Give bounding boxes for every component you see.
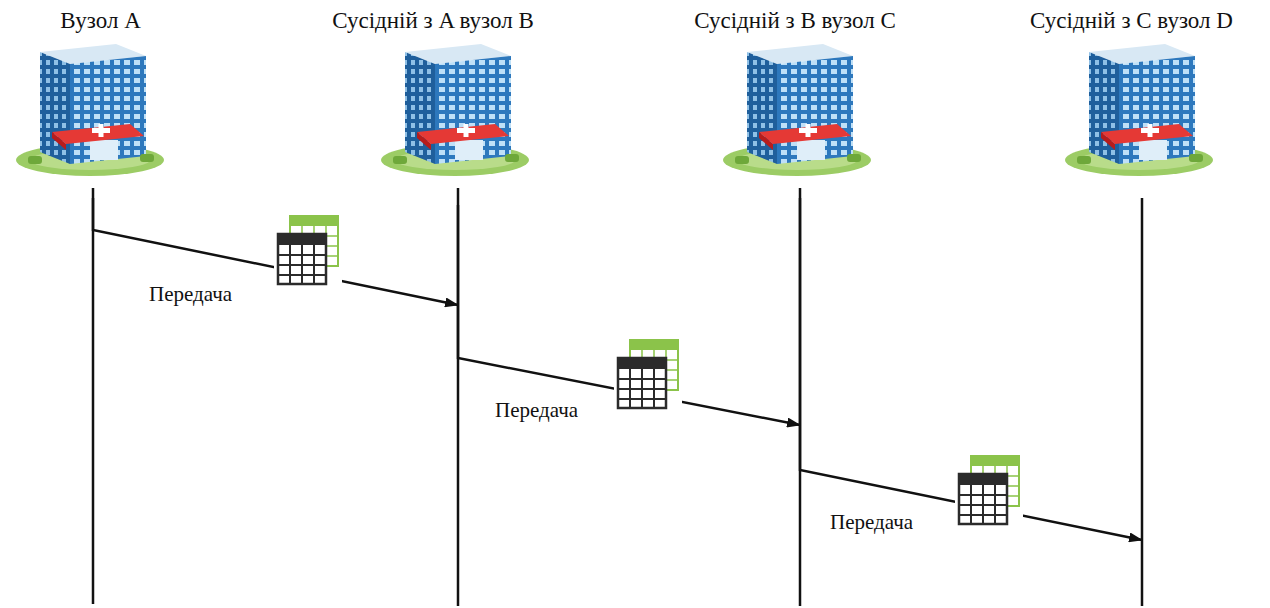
hospital-node: Сусідній з A вузол B (328, 6, 538, 188)
edge-label: Передача (492, 398, 581, 423)
node-heading: Сусідній з A вузол B (328, 6, 538, 36)
node-heading: Сусідній з C вузол D (1026, 6, 1237, 36)
hospital-node: Сусідній з C вузол D (1026, 6, 1237, 188)
transfer-arrow (800, 188, 1142, 540)
hospital-building (381, 44, 529, 176)
hospital-building (1065, 44, 1213, 176)
lifeline (1141, 198, 1144, 606)
data-table-icon (274, 212, 342, 288)
lifeline (92, 198, 95, 604)
node-heading: Вузол A (56, 6, 145, 36)
transfer-arrow (458, 188, 800, 425)
hospital-node: Сусідній з B вузол C (690, 6, 900, 188)
lifeline (457, 205, 460, 606)
hospital-building (723, 44, 871, 176)
hospital-node: Вузол A (56, 6, 145, 188)
edge-label: Передача (146, 282, 235, 307)
data-table-icon (614, 336, 682, 412)
lifeline (799, 198, 802, 606)
hospital-building (16, 44, 164, 176)
edge-label: Передача (827, 510, 916, 535)
node-heading: Сусідній з B вузол C (690, 6, 900, 36)
data-table-icon (955, 452, 1023, 528)
